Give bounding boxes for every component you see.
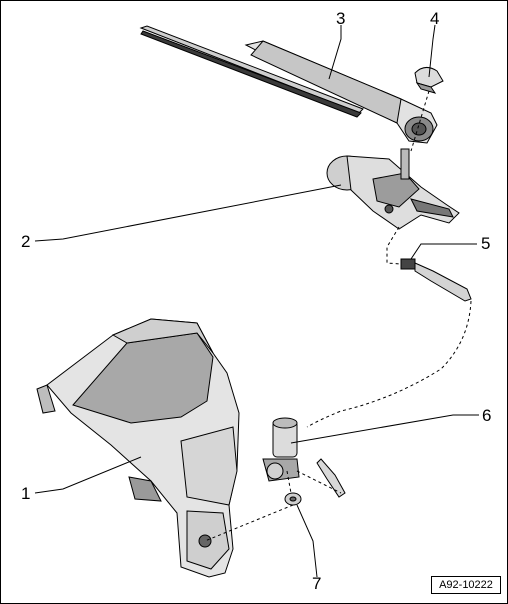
callout-5: 5 [481,234,491,253]
hose-connector-part-5 [400,258,472,302]
leader-line-7 [296,504,318,578]
leader-line-1 [34,456,142,494]
callout-2: 2 [21,232,31,251]
pump-hose-path [296,470,342,494]
callout-4: 4 [430,9,440,28]
leader-line-3 [328,25,342,80]
assembly-line-4 [410,90,430,152]
hose-path-lower [306,300,472,428]
cover-cap-part-4 [414,67,444,94]
leader-line-5 [410,243,477,260]
reference-code-label: A92-10222 [431,576,501,594]
callout-3: 3 [336,9,346,28]
callout-7: 7 [312,574,322,593]
grommet-part-7 [284,492,302,506]
callout-1: 1 [21,484,31,503]
washer-pump-part-6 [262,417,346,498]
leader-line-6 [290,414,479,444]
hose-path-upper [386,226,402,265]
leader-line-4 [428,24,436,78]
leader-lines [34,24,479,578]
assembly-line-7-1 [204,504,294,542]
assembly-line-6-7 [286,470,292,494]
callout-6: 6 [482,406,492,425]
leader-line-2 [34,184,342,242]
washer-reservoir-part-1 [36,318,240,578]
wiper-motor-part-2 [326,148,460,230]
wiper-arm-part-3 [139,25,438,144]
